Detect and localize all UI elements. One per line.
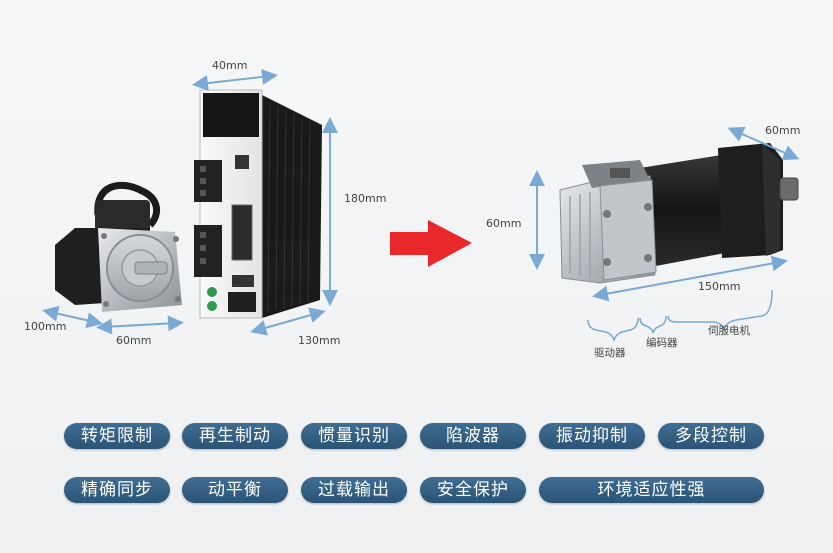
section-braces [587,289,773,343]
motor-length-label: 100mm [24,320,67,333]
motor-flange-label: 60mm [116,334,152,347]
feature-pill: 再生制动 [182,423,288,449]
driver-height-label: 180mm [344,192,387,205]
feature-pill: 惯量识别 [301,423,407,449]
driver-depth-label: 130mm [298,334,341,347]
feature-pill: 振动抑制 [539,423,645,449]
integrated-servo-image [559,143,799,284]
integrated-length-label: 150mm [698,280,741,293]
integrated-height-label: 60mm [486,217,522,230]
section-label-encoder: 编码器 [646,337,678,349]
feature-pill: 环境适应性强 [539,477,764,503]
feature-pill: 精确同步 [64,477,170,503]
right-dimension-lines [529,126,800,302]
section-label-servo-motor: 伺服电机 [708,325,750,337]
feature-pill: 过载输出 [301,477,407,503]
feature-pill: 陷波器 [420,423,526,449]
feature-pill: 安全保护 [420,477,526,503]
section-label-driver: 驱动器 [594,347,626,359]
feature-pill: 多段控制 [658,423,764,449]
transition-arrow [390,220,472,267]
servo-motor-image [55,181,182,312]
servo-driver-image [194,89,322,319]
feature-pill: 转矩限制 [64,423,170,449]
integrated-flange-label: 60mm [765,124,801,137]
driver-width-label: 40mm [212,59,248,72]
feature-pill: 动平衡 [182,477,288,503]
left-dimension-lines [42,68,338,336]
